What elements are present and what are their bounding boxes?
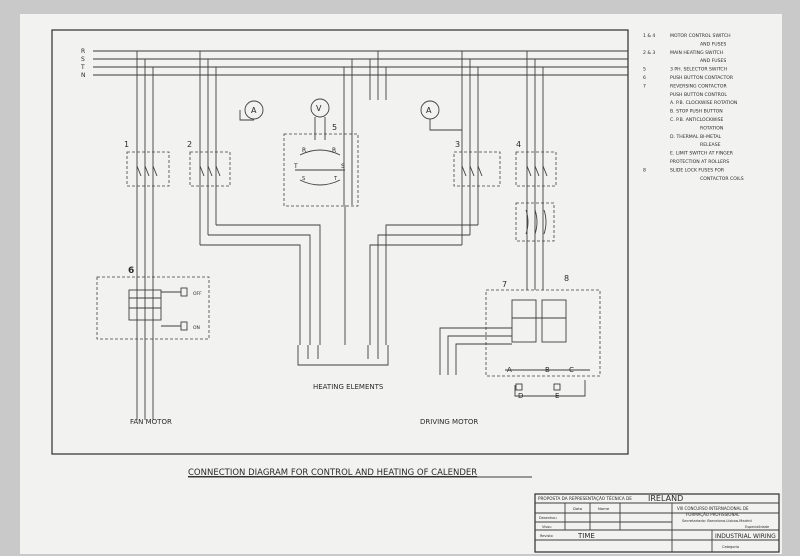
- voltmeter: [310, 98, 330, 118]
- tb-especialidade: Especialidade: [745, 525, 769, 529]
- diagram-title: CONNECTION DIAGRAM FOR CONTROL AND HEATI…: [188, 468, 477, 478]
- legend-item-12: D. THERMAL BI-METAL: [670, 134, 722, 140]
- bus-label-s: S: [81, 56, 85, 63]
- legend: 1 & 4 MOTOR CONTROL SWITCH AND FUSES 2 & 3 M…: [643, 33, 744, 182]
- label-1: 1: [124, 140, 129, 149]
- contactor-e: E: [555, 392, 559, 400]
- tb-desenhou: Desenhou: [539, 516, 557, 520]
- bus-label-r: R: [81, 48, 85, 55]
- switch-2-box: [189, 151, 231, 187]
- legend-item-6: REVERSING CONTACTOR: [670, 83, 727, 89]
- sel-t2: T: [333, 176, 338, 182]
- tb-categoria: Categoria: [722, 545, 739, 549]
- legend-item-2: MAIN HEATING SWITCH: [670, 50, 723, 56]
- legend-item-8: A. P.B. CLOCKWISE ROTATION: [670, 100, 737, 106]
- sel-r2: R: [332, 147, 336, 154]
- tb-nome: Nome: [598, 506, 610, 511]
- label-8: 8: [564, 274, 569, 283]
- label-5: 5: [332, 123, 337, 132]
- sel-t: T: [293, 163, 298, 170]
- tb-time: TIME: [577, 532, 595, 540]
- tb-concurso-1: VIII CONCURSO INTERNACIONAL DE: [677, 506, 749, 511]
- switch-4-box: [515, 151, 557, 187]
- switch6-off: OFF: [193, 291, 202, 297]
- tb-country: IRELAND: [648, 494, 683, 503]
- legend-item-9: B. STOP PUSH BUTTON: [670, 109, 723, 115]
- fan-motor-label: FAN MOTOR: [130, 418, 172, 426]
- heating-left-branch: [189, 51, 321, 345]
- legend-item-5: PUSH BUTTON CONTACTOR: [670, 75, 734, 81]
- diagram-frame: [51, 29, 629, 455]
- selector-5-box: [283, 133, 359, 207]
- contactor-d: D: [518, 392, 523, 400]
- ammeter-left: [244, 100, 264, 120]
- driving-motor-branch: [439, 51, 601, 397]
- bus-label-n: N: [81, 72, 86, 79]
- label-3: 3: [455, 140, 460, 149]
- heating-right-branch: [297, 51, 501, 366]
- tb-visou: Visou: [542, 525, 551, 529]
- legend-num-5: 6: [643, 75, 646, 81]
- label-2: 2: [187, 140, 192, 149]
- contactor-c: C: [569, 366, 574, 374]
- legend-item-11: ROTATION: [700, 125, 723, 131]
- tb-concurso-3: Secretariado: Barcelona-Lisboa-Madrid: [682, 519, 752, 523]
- ammeter-left-label: A: [251, 106, 257, 115]
- driving-motor-label: DRIVING MOTOR: [420, 418, 478, 426]
- tb-speciality: INDUSTRIAL WIRING: [715, 533, 776, 540]
- legend-item-0: MOTOR CONTROL SWITCH: [670, 33, 731, 39]
- legend-item-17: CONTACTOR COILS: [700, 176, 744, 182]
- fan-motor-branch: [96, 51, 210, 420]
- legend-item-13: RELEASE: [700, 142, 721, 148]
- contactor-b: B: [545, 366, 550, 374]
- sel-s2: S: [341, 163, 345, 170]
- paper: [20, 14, 782, 554]
- label-6: 6: [128, 266, 134, 276]
- bus-bars: [93, 50, 628, 76]
- legend-num-2: 2 & 3: [643, 50, 655, 56]
- selector-switch-branch: [283, 59, 359, 345]
- switch-3-box: [453, 151, 501, 187]
- legend-item-1: AND FUSES: [700, 41, 726, 47]
- switch-1-box: [126, 151, 170, 187]
- legend-num-16: 8: [643, 167, 646, 173]
- tb-proposta: PROPOSTA DA REPRESENTAÇÃO TÉCNICA DE: [538, 496, 632, 501]
- label-7: 7: [502, 280, 507, 289]
- title-block: [535, 502, 779, 552]
- sel-r1: R: [302, 147, 306, 154]
- contactor-7-box: [485, 289, 601, 377]
- legend-item-7: PUSH BUTTON CONTROL: [670, 92, 727, 98]
- contactor-a: A: [507, 366, 512, 374]
- legend-item-15: PROTECTION AT ROLLERS: [670, 159, 729, 165]
- legend-num-6: 7: [643, 83, 646, 89]
- legend-num-0: 1 & 4: [643, 33, 655, 39]
- tb-concurso-2: FORMAÇÃO PROFISSIONAL: [686, 512, 740, 517]
- legend-item-16: SLIDE LOCK FUSES FOR: [670, 167, 725, 173]
- legend-item-10: C. P.B. ANTICLOCKWISE: [670, 117, 724, 123]
- voltmeter-label: V: [316, 104, 322, 113]
- bus-label-t: T: [80, 64, 85, 71]
- label-4: 4: [516, 140, 521, 149]
- heating-elements-label: HEATING ELEMENTS: [313, 383, 384, 391]
- ammeter-right-label: A: [426, 106, 432, 115]
- title-block-frame: [534, 493, 780, 553]
- contactor-6-box: [96, 276, 210, 340]
- legend-num-4: 5: [643, 67, 646, 73]
- switch6-on: ON: [193, 325, 200, 331]
- sel-s1: S: [302, 176, 305, 182]
- thermal-relay-box: [515, 202, 555, 242]
- legend-item-14: E. LIMIT SWITCH AT FINGER: [670, 151, 734, 157]
- tb-revisto: Revisto: [540, 534, 553, 538]
- legend-item-4: 3 PH. SELECTOR SWITCH: [670, 67, 727, 73]
- tb-data: Data: [573, 506, 582, 511]
- legend-item-3: AND FUSES: [700, 58, 726, 64]
